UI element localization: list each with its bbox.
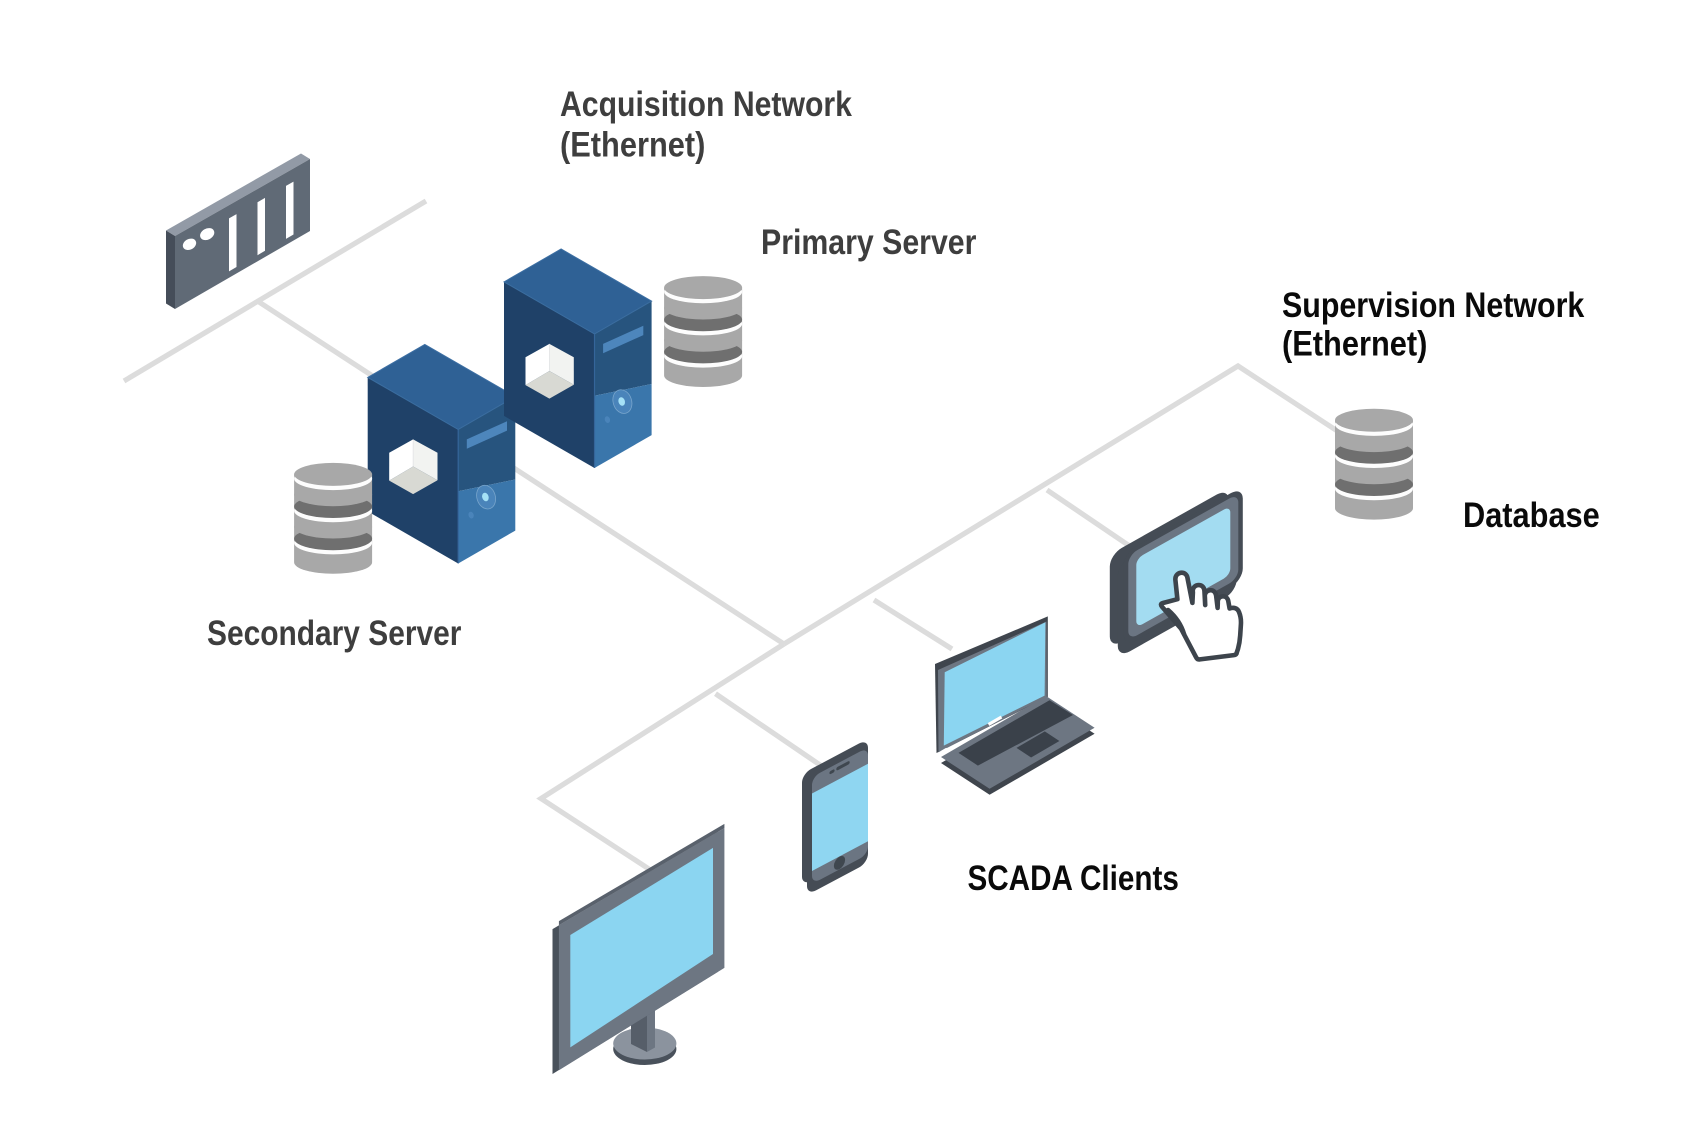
- svg-text:Primary Server: Primary Server: [761, 222, 977, 262]
- svg-text:(Ethernet): (Ethernet): [560, 125, 705, 164]
- svg-text:Supervision Network: Supervision Network: [1282, 285, 1585, 324]
- svg-text:(Ethernet): (Ethernet): [1282, 324, 1427, 363]
- svg-text:Acquisition Network: Acquisition Network: [560, 84, 853, 124]
- svg-text:SCADA Clients: SCADA Clients: [968, 859, 1179, 898]
- svg-text:Secondary Server: Secondary Server: [207, 614, 462, 653]
- svg-text:Database: Database: [1463, 495, 1600, 534]
